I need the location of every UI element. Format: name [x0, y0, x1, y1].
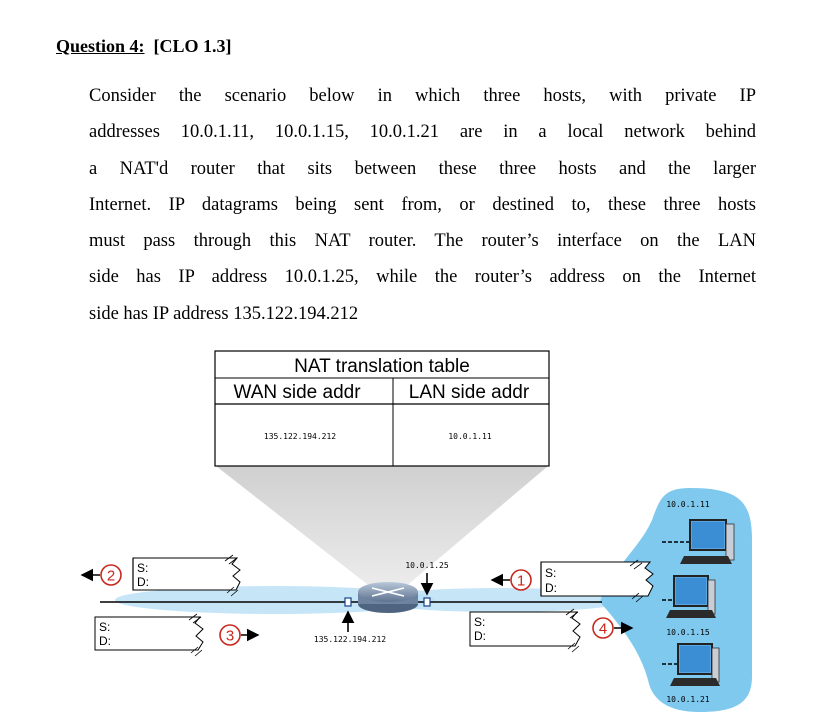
- step-1-number: 1: [517, 573, 525, 590]
- zoom-cone: [216, 466, 548, 588]
- wan-interface-marker: [344, 597, 352, 607]
- datagram-source-label: S:: [474, 615, 485, 629]
- step-3-number: 3: [226, 628, 234, 645]
- datagram-3: S: D:: [94, 613, 204, 657]
- nat-diagram: NAT translation table WAN side addr LAN …: [80, 350, 752, 712]
- nat-lan-value: 10.0.1.11: [448, 432, 492, 441]
- datagram-dest-label: D:: [474, 629, 486, 643]
- datagram-2: S: D:: [132, 554, 241, 597]
- host-ip-label: 10.0.1.11: [666, 500, 710, 509]
- datagram-dest-label: D:: [99, 634, 111, 648]
- clo-label: [CLO 1.3]: [153, 36, 232, 56]
- host-computer-icon: [670, 643, 720, 686]
- question-text: Consider the scenario below in which thr…: [89, 78, 756, 332]
- question-heading: Question 4: [CLO 1.3]: [56, 36, 232, 57]
- question-line: must pass through this NAT router. The r…: [89, 231, 756, 252]
- datagram-dest-label: D:: [137, 575, 149, 589]
- datagram-source-label: S:: [137, 561, 148, 575]
- nat-col-lan-header: LAN side addr: [409, 382, 530, 403]
- router-arrows-icon: [371, 587, 405, 597]
- nat-wan-value: 135.122.194.212: [264, 432, 336, 441]
- wan-link-glow: [115, 586, 435, 614]
- step-3-badge: [219, 624, 241, 646]
- nat-col-wan-header: WAN side addr: [233, 382, 361, 403]
- datagram-4: S: D:: [469, 608, 581, 653]
- question-line: a NAT'd router that sits between these t…: [89, 158, 756, 179]
- host-ip-label: 10.0.1.21: [666, 695, 710, 704]
- host-ip-label: 10.0.1.15: [666, 628, 710, 637]
- step-4-badge: [592, 617, 614, 639]
- step-2-badge: [100, 564, 122, 586]
- nat-router: [358, 582, 418, 613]
- question-line: side has IP address 135.122.194.212: [89, 303, 359, 324]
- nat-translation-table: NAT translation table WAN side addr LAN …: [214, 350, 550, 467]
- router-wan-ip: 135.122.194.212: [314, 635, 386, 644]
- host-computer-icon: [680, 519, 735, 564]
- question-line: Internet. IP datagrams being sent from, …: [89, 194, 756, 215]
- question-line: Consider the scenario below in which thr…: [89, 86, 756, 106]
- datagram-source-label: S:: [545, 566, 556, 580]
- datagram-1: S: D:: [540, 559, 654, 603]
- lan-interface-marker: [423, 597, 431, 607]
- datagram-source-label: S:: [99, 620, 110, 634]
- question-label: Question 4:: [56, 36, 145, 56]
- step-1-badge: [510, 569, 532, 591]
- router-lan-ip: 10.0.1.25: [405, 561, 449, 570]
- host-computer-icon: [666, 575, 716, 618]
- nat-table-title: NAT translation table: [294, 356, 470, 377]
- step-4-number: 4: [599, 621, 607, 638]
- question-line: side has IP address 10.0.1.25, while the…: [89, 267, 756, 288]
- question-line: addresses 10.0.1.11, 10.0.1.15, 10.0.1.2…: [89, 122, 756, 143]
- datagram-dest-label: D:: [545, 581, 557, 595]
- step-2-number: 2: [107, 568, 115, 585]
